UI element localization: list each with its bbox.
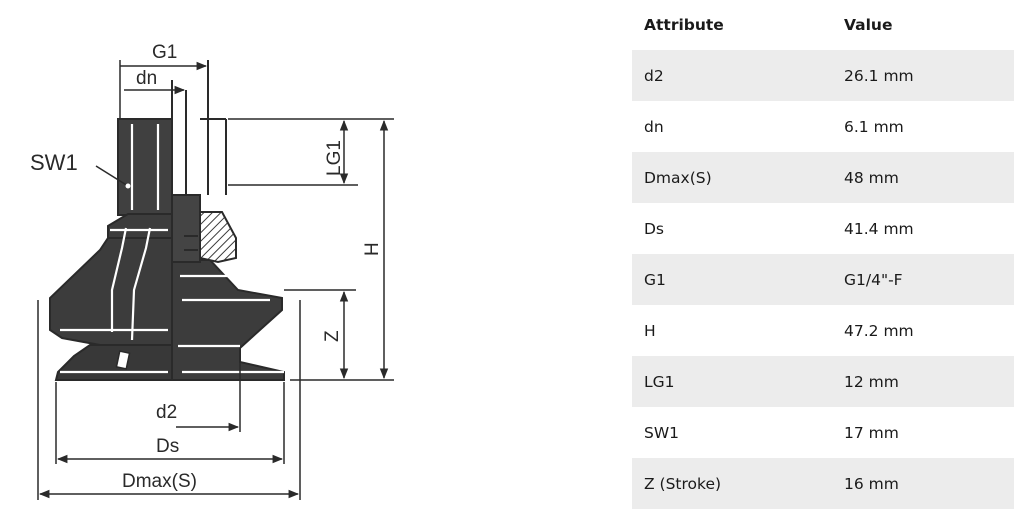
table-row: G1 G1/4"-F — [632, 254, 1014, 305]
label-g1: G1 — [152, 42, 177, 63]
suction-cup-drawing: G1 dn SW1 LG1 H Z d2 Ds Dmax(S) — [30, 42, 394, 500]
table-row: SW1 17 mm — [632, 407, 1014, 458]
label-ds: Ds — [156, 436, 179, 457]
cell-attribute: Z (Stroke) — [644, 474, 722, 493]
table-row: Ds 41.4 mm — [632, 203, 1014, 254]
sw1-leader-dot — [125, 183, 131, 189]
label-lg1: LG1 — [324, 140, 345, 176]
table-row: d2 26.1 mm — [632, 50, 1014, 101]
fitting-section — [171, 194, 201, 263]
cell-attribute: G1 — [644, 270, 666, 289]
cell-attribute: SW1 — [644, 423, 680, 442]
dimension-lines — [37, 60, 394, 500]
seal-hatch — [199, 211, 237, 264]
spec-table: Attribute Value d2 26.1 mm dn 6.1 mm Dmax(… — [632, 0, 1014, 509]
table-row: H 47.2 mm — [632, 305, 1014, 356]
label-dmax: Dmax(S) — [122, 471, 197, 492]
table-row: Dmax(S) 48 mm — [632, 152, 1014, 203]
vent-slot — [115, 350, 131, 370]
cell-value: 6.1 mm — [844, 117, 904, 136]
label-dn: dn — [136, 68, 157, 89]
bellow-section — [171, 259, 285, 381]
cell-attribute: Dmax(S) — [644, 168, 712, 187]
label-z: Z — [322, 330, 343, 342]
cell-value: 12 mm — [844, 372, 899, 391]
label-h: H — [362, 242, 383, 256]
cell-value: 26.1 mm — [844, 66, 914, 85]
hex-fitting — [117, 118, 173, 216]
cell-attribute: H — [644, 321, 656, 340]
cell-attribute: LG1 — [644, 372, 675, 391]
cell-attribute: d2 — [644, 66, 664, 85]
table-header-row: Attribute Value — [632, 0, 1014, 50]
header-value: Value — [832, 0, 1014, 50]
label-d2: d2 — [156, 402, 177, 423]
table-row: dn 6.1 mm — [632, 101, 1014, 152]
cell-value: 17 mm — [844, 423, 899, 442]
header-attribute: Attribute — [632, 0, 832, 50]
cell-attribute: Ds — [644, 219, 665, 238]
table-row: Z (Stroke) 16 mm — [632, 458, 1014, 509]
bore-lines — [171, 60, 227, 380]
cup-lip — [54, 344, 173, 381]
cell-attribute: dn — [644, 117, 664, 136]
cell-value: 41.4 mm — [844, 219, 914, 238]
bellow-upper — [107, 213, 173, 239]
label-sw1: SW1 — [30, 150, 78, 175]
cell-value: 47.2 mm — [844, 321, 914, 340]
body-grooves — [60, 124, 284, 374]
cell-value: 48 mm — [844, 168, 899, 187]
cell-value: 16 mm — [844, 474, 899, 493]
table-row: LG1 12 mm — [632, 356, 1014, 407]
cup-body — [49, 118, 285, 381]
cell-value: G1/4"-F — [844, 270, 903, 289]
